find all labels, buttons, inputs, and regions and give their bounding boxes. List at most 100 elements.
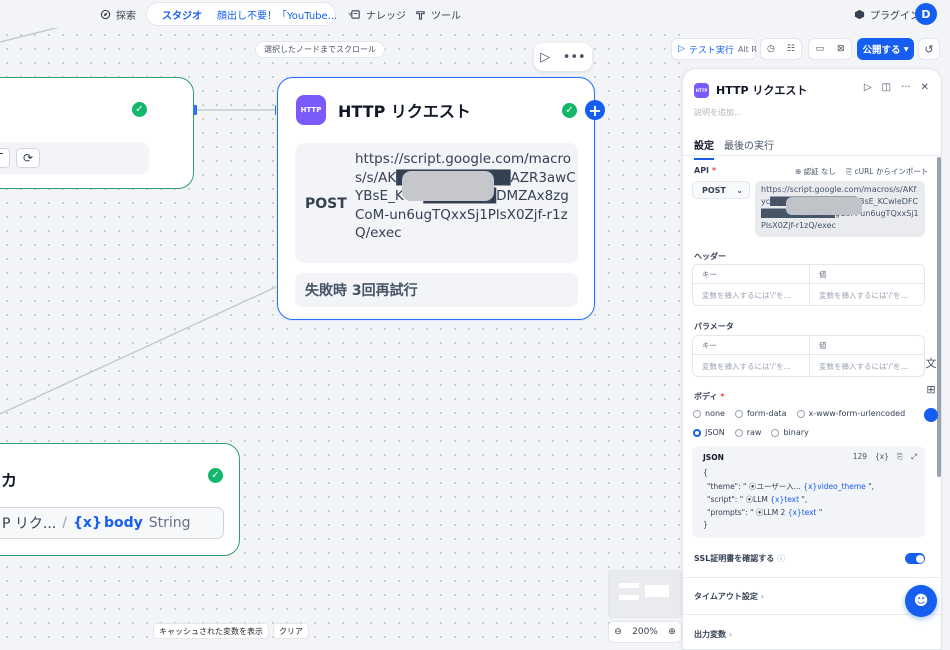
help-doc-icon[interactable]: ◫: [881, 82, 892, 93]
chevron-right-icon: ›: [728, 630, 733, 639]
http-node-title: HTTP リクエスト: [338, 102, 471, 121]
output-node[interactable]: カ ✓ P リク... / {x} body String: [0, 443, 240, 556]
more-icon[interactable]: ···: [901, 82, 911, 93]
http-request-summary: POST https://script.google.com/macros/s/…: [295, 143, 578, 263]
body-type-raw[interactable]: raw: [734, 428, 761, 437]
key-header: キー: [702, 340, 717, 350]
chevron-down-icon: ⌄: [736, 185, 743, 195]
auth-button[interactable]: ⊕ 認証 なし: [795, 167, 837, 176]
expand-icon[interactable]: ⤢: [911, 452, 917, 461]
description-input[interactable]: 説明を追加...: [694, 108, 742, 117]
history-button[interactable]: ↺: [918, 38, 940, 60]
panel-header: HTTP HTTP リクエスト: [694, 82, 807, 98]
chat-icon: ☻: [913, 593, 929, 609]
node-settings-panel: HTTP HTTP リクエスト ▷ ◫ ··· ✕ 説明を追加... 設定 最後…: [682, 68, 942, 650]
http-request-node[interactable]: HTTP HTTP リクエスト ✓ + POST https://script.…: [277, 77, 605, 320]
translate-icon[interactable]: 文: [925, 357, 937, 370]
output-source-node: P リク...: [2, 516, 57, 532]
nav-tools[interactable]: ツール: [415, 5, 461, 23]
zoom-in-icon[interactable]: ⊕: [668, 627, 676, 637]
json-line: }: [703, 520, 708, 529]
current-app-name: 顔出し不要！「YouTube...: [217, 10, 338, 22]
tab-last-run[interactable]: 最後の実行: [724, 141, 774, 152]
output-variables-toggle[interactable]: 出力変数 ›: [694, 630, 733, 639]
chevron-down-icon: ▾: [348, 9, 353, 19]
body-type-urlencoded[interactable]: x-www-form-urlencoded: [796, 409, 905, 418]
panel-title[interactable]: HTTP リクエスト: [716, 84, 808, 97]
output-variable-type: String: [148, 515, 191, 531]
output-node-title: カ: [1, 471, 18, 490]
help-icon: ⓘ: [777, 554, 786, 563]
param-value-input[interactable]: 変数を挿入するには'/'を...: [809, 355, 925, 377]
chat-support-button[interactable]: ☻: [905, 585, 937, 617]
run-step-icon[interactable]: ▷: [863, 82, 872, 93]
params-table: キー 値 変数を挿入するには'/'を... 変数を挿入するには'/'を...: [692, 335, 925, 377]
clear-cache-button[interactable]: クリア: [273, 623, 309, 639]
list-icon[interactable]: ☷: [786, 44, 795, 54]
test-run-button[interactable]: ▷ テスト実行 Alt R: [671, 38, 757, 60]
value-header: 値: [809, 336, 925, 354]
canvas-minimap[interactable]: [608, 570, 682, 618]
nav-knowledge[interactable]: ナレッジ: [350, 5, 406, 23]
user-avatar[interactable]: D: [915, 3, 937, 25]
more-icon[interactable]: •••: [562, 49, 586, 65]
zoom-out-icon[interactable]: ⊖: [614, 627, 622, 637]
env-icon[interactable]: ▭: [815, 44, 824, 54]
body-type-row-1: none form-data x-www-form-urlencoded: [693, 409, 905, 418]
checklist-icon[interactable]: ◷: [767, 44, 775, 54]
cube-icon: [854, 9, 865, 19]
variables-icon[interactable]: ⊠: [836, 44, 845, 54]
body-type-form-data[interactable]: form-data: [734, 409, 787, 418]
shortcut-hint: Alt R: [737, 44, 757, 54]
header-value-input[interactable]: 変数を挿入するには'/'を...: [809, 284, 925, 306]
grid-icon[interactable]: ⊞: [926, 383, 936, 396]
scroll-to-selected-node-button[interactable]: 選択したノードまでスクロール: [255, 41, 385, 58]
workflow-canvas[interactable]: 選択したノードまでスクロール ▷ ••• ✓ CHAT ⟳ HTTP HTTP …: [0, 28, 682, 650]
api-tools: ⊕ 認証 なし ⎘ cURL からインポート: [795, 166, 928, 177]
json-line: {: [703, 468, 708, 477]
param-key-input[interactable]: 変数を挿入するには'/'を...: [702, 361, 791, 371]
side-tools: 文 ⊞: [921, 355, 941, 422]
divider: [683, 614, 941, 615]
assistant-bot-icon[interactable]: [924, 408, 938, 422]
retry-setting: 失敗時 3回再試行: [295, 273, 578, 307]
curl-import-button[interactable]: ⎘ cURL からインポート: [846, 167, 929, 176]
chevron-down-icon: ▾: [903, 43, 909, 55]
json-body-editor[interactable]: JSON 129 {x} ⎘ ⤢ { "theme": " ⦿ユーザー入... …: [692, 446, 925, 538]
run-node-icon[interactable]: ▷: [540, 49, 551, 65]
method-select[interactable]: POST ⌄: [692, 181, 750, 199]
previous-node[interactable]: ✓ CHAT ⟳: [0, 77, 194, 189]
panel-actions: ▷ ◫ ··· ✕: [864, 82, 929, 93]
nav-studio-app-switcher[interactable]: スタジオ 顔出し不要！「YouTube... ▾: [147, 3, 352, 25]
redacted-url-segment: [786, 197, 862, 215]
timeout-settings-toggle[interactable]: タイムアウト設定 ›: [694, 592, 764, 601]
header-key-input[interactable]: 変数を挿入するには'/'を...: [702, 290, 791, 300]
insert-variable-icon[interactable]: {x}: [875, 452, 889, 461]
key-header: キー: [702, 269, 717, 279]
body-type-none[interactable]: none: [693, 409, 725, 418]
body-type-json[interactable]: JSON: [693, 428, 725, 437]
nav-explore[interactable]: 探索: [100, 5, 136, 23]
separator: /: [62, 515, 67, 531]
success-check-icon: ✓: [562, 103, 577, 118]
close-icon[interactable]: ✕: [920, 82, 929, 93]
zoom-level[interactable]: 200%: [632, 627, 658, 637]
show-cached-variables-button[interactable]: キャッシュされた変数を表示: [153, 623, 269, 639]
divider: [683, 577, 941, 578]
panel-scrollbar[interactable]: [937, 157, 941, 477]
body-type-binary[interactable]: binary: [771, 428, 809, 437]
compass-icon: [100, 9, 111, 19]
play-icon: ▷: [678, 44, 685, 54]
add-node-button[interactable]: +: [585, 100, 605, 120]
publish-button[interactable]: 公開する ▾: [857, 38, 914, 60]
tab-settings[interactable]: 設定: [694, 137, 714, 160]
params-label: パラメータ: [694, 322, 734, 331]
api-label: API *: [694, 166, 717, 175]
json-tools: 129 {x} ⎘ ⤢: [853, 452, 917, 462]
variable-icon: {x}: [72, 515, 102, 531]
copy-icon[interactable]: ⎘: [897, 452, 903, 461]
method-value: POST: [702, 185, 726, 195]
chat-chip: CHAT: [0, 148, 11, 168]
nav-plugins[interactable]: プラグイン: [854, 5, 920, 23]
ssl-verify-toggle[interactable]: [905, 553, 925, 564]
